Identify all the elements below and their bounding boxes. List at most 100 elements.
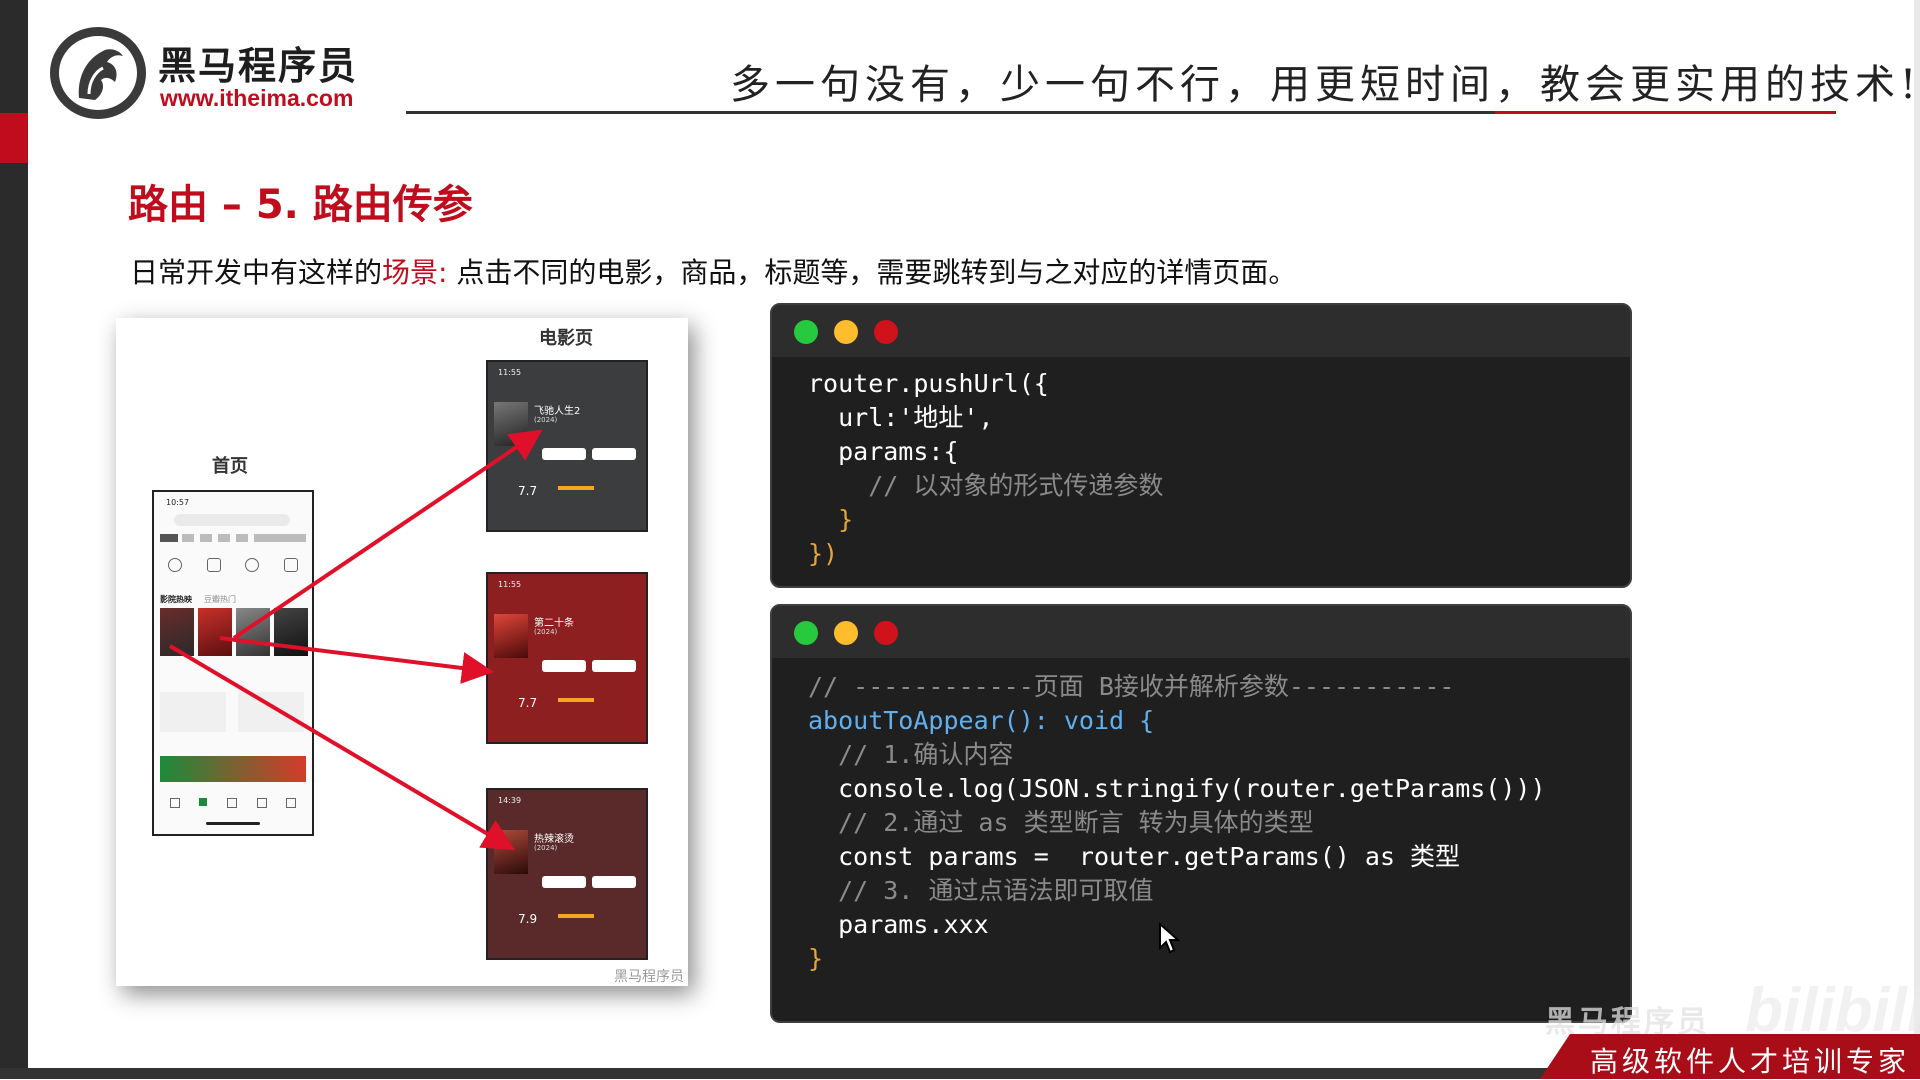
movie3-rating: 7.9	[518, 912, 538, 926]
code-1-line-3: params:{	[808, 437, 959, 466]
code-2-line-6: const params = router.getParams() as 类型	[808, 842, 1461, 871]
brand-logo: 黑马程序员 www.itheima.com	[50, 27, 380, 122]
home-indicator	[206, 822, 260, 825]
code-2-line-7: // 3. 通过点语法即可取值	[808, 876, 1154, 905]
routing-illustration: 电影页 首页 10:57 影院热映 豆瓣热门 11:55 飞驰人生2 (2024…	[116, 318, 688, 986]
movie1-rating-bar	[558, 486, 594, 490]
code-2-line-9: }	[808, 944, 824, 973]
movie3-time: 14:39	[498, 796, 522, 805]
code-line: router.pushUrl({	[808, 367, 1630, 401]
slogan: 多一句没有，少一句不行，用更短时间，教会更实用的技术!	[730, 62, 1920, 108]
window-red-dot-icon	[874, 621, 898, 645]
code-2-line-2: aboutToAppear(): void {	[808, 706, 1155, 735]
movie1-name: 飞驰人生2	[534, 406, 581, 417]
window-yellow-dot-icon	[834, 621, 858, 645]
arrow-to-movie-3	[168, 644, 515, 851]
bilibili-logo: bilibili	[1745, 976, 1920, 1045]
code-line: url:'地址',	[808, 401, 1630, 435]
movie2-poster	[494, 614, 528, 658]
movie3-name: 热辣滚烫	[534, 834, 574, 845]
horse-logo-icon	[50, 27, 146, 119]
footer-bar	[0, 1068, 1920, 1079]
movie2-seen-button[interactable]	[592, 660, 636, 672]
code-block-1-body: router.pushUrl({ url:'地址', params:{ // 以…	[772, 357, 1630, 571]
window-green-dot-icon	[794, 621, 818, 645]
window-green-dot-icon	[794, 320, 818, 344]
code-2-line-4: console.log(JSON.stringify(router.getPar…	[808, 774, 1546, 803]
code-line: })	[808, 537, 1630, 571]
home-section-title: 影院热映	[160, 595, 192, 604]
home-page-label: 首页	[212, 456, 248, 477]
code-block-2-body: // ------------页面 B接收并解析参数----------- ab…	[772, 658, 1630, 976]
code-1-line-6: })	[808, 539, 839, 568]
movie3-seen-button[interactable]	[592, 876, 636, 888]
home-banner	[160, 756, 306, 782]
movie2-time: 11:55	[498, 580, 522, 589]
code-line: params:{	[808, 435, 1630, 469]
movie2-want-button[interactable]	[542, 660, 586, 672]
home-card-right	[238, 692, 304, 732]
code-2-line-5: // 2.通过 as 类型断言 转为具体的类型	[808, 808, 1314, 837]
window-red-dot-icon	[874, 320, 898, 344]
movie-poster-2[interactable]	[198, 608, 232, 656]
home-section-tab: 豆瓣热门	[204, 595, 236, 604]
code-1-line-5: }	[808, 505, 854, 534]
code-line: }	[808, 942, 1630, 976]
code-line: const params = router.getParams() as 类型	[808, 840, 1630, 874]
home-search-bar	[174, 514, 290, 526]
intro-prefix: 日常开发中有这样的	[130, 256, 383, 289]
navigation-arrows	[168, 429, 543, 851]
left-accent-bar	[0, 0, 28, 1079]
code-line: // 3. 通过点语法即可取值	[808, 874, 1630, 908]
movie1-want-button[interactable]	[542, 448, 586, 460]
code-window-titlebar	[772, 305, 1630, 357]
home-shortcut-icons	[168, 558, 298, 578]
movie1-seen-button[interactable]	[592, 448, 636, 460]
slide-title: 路由 – 5. 路由传参	[128, 182, 473, 228]
window-yellow-dot-icon	[834, 320, 858, 344]
illustration-watermark: 黑马程序员	[614, 969, 684, 985]
code-block-get-params: // ------------页面 B接收并解析参数----------- ab…	[770, 604, 1632, 1023]
header-divider-accent	[1495, 111, 1835, 114]
movie2-rating: 7.7	[518, 696, 538, 710]
footer-tagline-box: 高级软件人才培训专家	[1540, 1034, 1920, 1079]
movie1-time: 11:55	[498, 368, 522, 377]
brand-url: www.itheima.com	[160, 85, 354, 111]
home-phone-time: 10:57	[166, 498, 190, 507]
movie1-year: (2024)	[534, 416, 558, 424]
movie2-name: 第二十条	[534, 618, 574, 629]
code-1-line-4: // 以对象的形式传递参数	[808, 471, 1164, 500]
movie3-rating-bar	[558, 914, 594, 918]
movie1-rating: 7.7	[518, 484, 538, 498]
left-accent-red-block	[0, 113, 28, 163]
home-bottom-nav	[160, 798, 306, 808]
code-1-line-2: url:'地址',	[808, 403, 994, 432]
movie3-want-button[interactable]	[542, 876, 586, 888]
code-window-titlebar	[772, 606, 1630, 658]
code-2-line-1: // ------------页面 B接收并解析参数-----------	[808, 672, 1455, 701]
movie2-rating-bar	[558, 698, 594, 702]
code-line: // ------------页面 B接收并解析参数-----------	[808, 670, 1630, 704]
code-1-line-1: router.pushUrl({	[808, 369, 1049, 398]
mouse-cursor-icon	[1158, 921, 1181, 958]
movie3-year: (2024)	[534, 844, 558, 852]
arrow-to-movie-2	[219, 636, 494, 684]
home-card-left	[160, 692, 226, 732]
intro-suffix: 点击不同的电影，商品，标题等，需要跳转到与之对应的详情页面。	[447, 256, 1297, 289]
intro-highlight: 场景:	[382, 256, 448, 289]
code-2-line-3: // 1.确认内容	[808, 740, 1014, 769]
code-line: params.xxx	[808, 908, 1630, 942]
right-edge-stripe	[1914, 0, 1920, 1079]
code-line: aboutToAppear(): void {	[808, 704, 1630, 738]
code-line: // 以对象的形式传递参数	[808, 469, 1630, 503]
movie-detail-phone-2: 11:55 第二十条 (2024) 7.7	[486, 572, 648, 744]
intro-text: 日常开发中有这样的场景: 点击不同的电影，商品，标题等，需要跳转到与之对应的详情…	[130, 251, 1296, 291]
brand-name: 黑马程序员	[158, 44, 359, 88]
movie-detail-phone-3: 14:39 热辣滚烫 (2024) 7.9	[486, 788, 648, 960]
code-line: }	[808, 503, 1630, 537]
home-category-tabs	[160, 534, 306, 542]
code-block-push-url: router.pushUrl({ url:'地址', params:{ // 以…	[770, 303, 1632, 588]
movie2-year: (2024)	[534, 628, 558, 636]
movie-page-label: 电影页	[539, 328, 593, 349]
code-2-line-8: params.xxx	[808, 910, 989, 939]
